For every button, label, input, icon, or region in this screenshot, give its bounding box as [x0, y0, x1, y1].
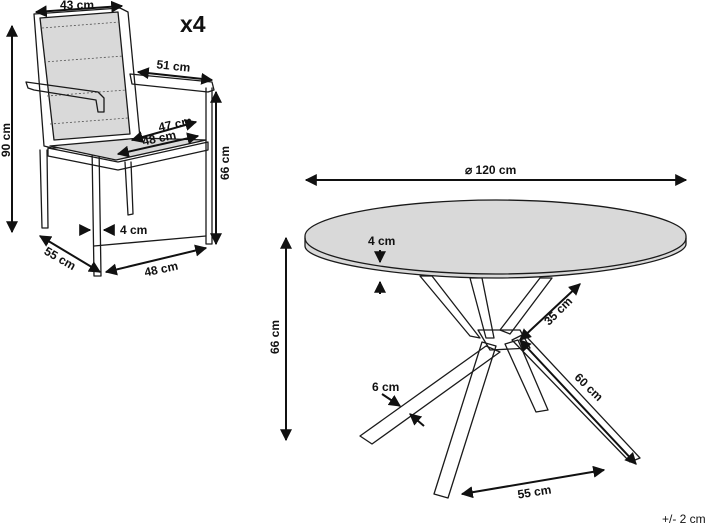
dim-line-leg-span-upper — [519, 283, 581, 341]
label-top-thickness: 4 cm — [368, 234, 395, 248]
label-frame-thickness: 4 cm — [120, 223, 147, 237]
chair-back-leg — [39, 149, 49, 229]
table-top — [304, 199, 687, 279]
chair-seat — [49, 137, 207, 161]
label-table-diameter: ⌀ 120 cm — [465, 163, 516, 177]
label-seat-depth-top: 43 cm — [60, 0, 94, 12]
label-leg-thickness: 6 cm — [372, 380, 399, 394]
label-total-height: 90 cm — [0, 123, 13, 157]
label-foot-span: 55 cm — [516, 482, 552, 501]
chair-base-rail — [93, 235, 207, 247]
chair-armrest-right — [129, 73, 215, 93]
chair-dimensions — [6, 0, 222, 276]
dim-line-armrest-depth — [136, 67, 214, 85]
dim-arrow-leg-thickness-upper — [381, 393, 401, 407]
table-leg-front-left — [359, 345, 501, 445]
table-leg-back-right — [499, 277, 553, 335]
table-leg-hub — [477, 329, 531, 351]
chair-backrest-sling — [39, 11, 131, 141]
dim-line-base-depth — [38, 235, 102, 273]
tolerance-label: +/- 2 cm — [662, 512, 706, 526]
dim-line-seat-depth-top — [34, 0, 124, 18]
dim-line-base-width — [104, 244, 208, 276]
dim-arrow-leg-thickness-lower — [409, 413, 425, 427]
label-base-width: 48 cm — [143, 259, 179, 280]
chair-labels: 43 cm 90 cm 51 cm 47 cm 48 cm 66 cm 4 cm… — [0, 0, 232, 279]
label-leg-length: 60 cm — [572, 370, 606, 404]
table-dimensions — [280, 174, 688, 499]
table-leg-back-left — [419, 275, 481, 339]
table-leg-front-center — [433, 341, 497, 499]
label-arm-height: 66 cm — [218, 146, 232, 180]
label-seat-width: 48 cm — [141, 128, 177, 149]
chair-armrest-left — [25, 81, 105, 113]
dim-line-foot-span — [460, 465, 606, 499]
label-leg-span-upper: 35 cm — [541, 294, 575, 328]
dim-line-leg-length — [519, 339, 637, 465]
dim-line-seat-width — [116, 132, 200, 158]
table-top-edge — [304, 237, 687, 275]
quantity-label: x4 — [180, 11, 206, 37]
chair-seat-frame — [47, 141, 209, 171]
chair-rear-leg — [124, 161, 134, 216]
table-drawing — [304, 199, 687, 499]
label-armrest-depth: 51 cm — [156, 57, 191, 74]
label-seat-inner-width: 47 cm — [157, 114, 193, 135]
chair-front-leg — [91, 145, 102, 277]
table-leg-right-inner — [504, 339, 549, 413]
label-table-height: 66 cm — [268, 320, 282, 354]
chair-front-right-leg — [205, 87, 213, 245]
